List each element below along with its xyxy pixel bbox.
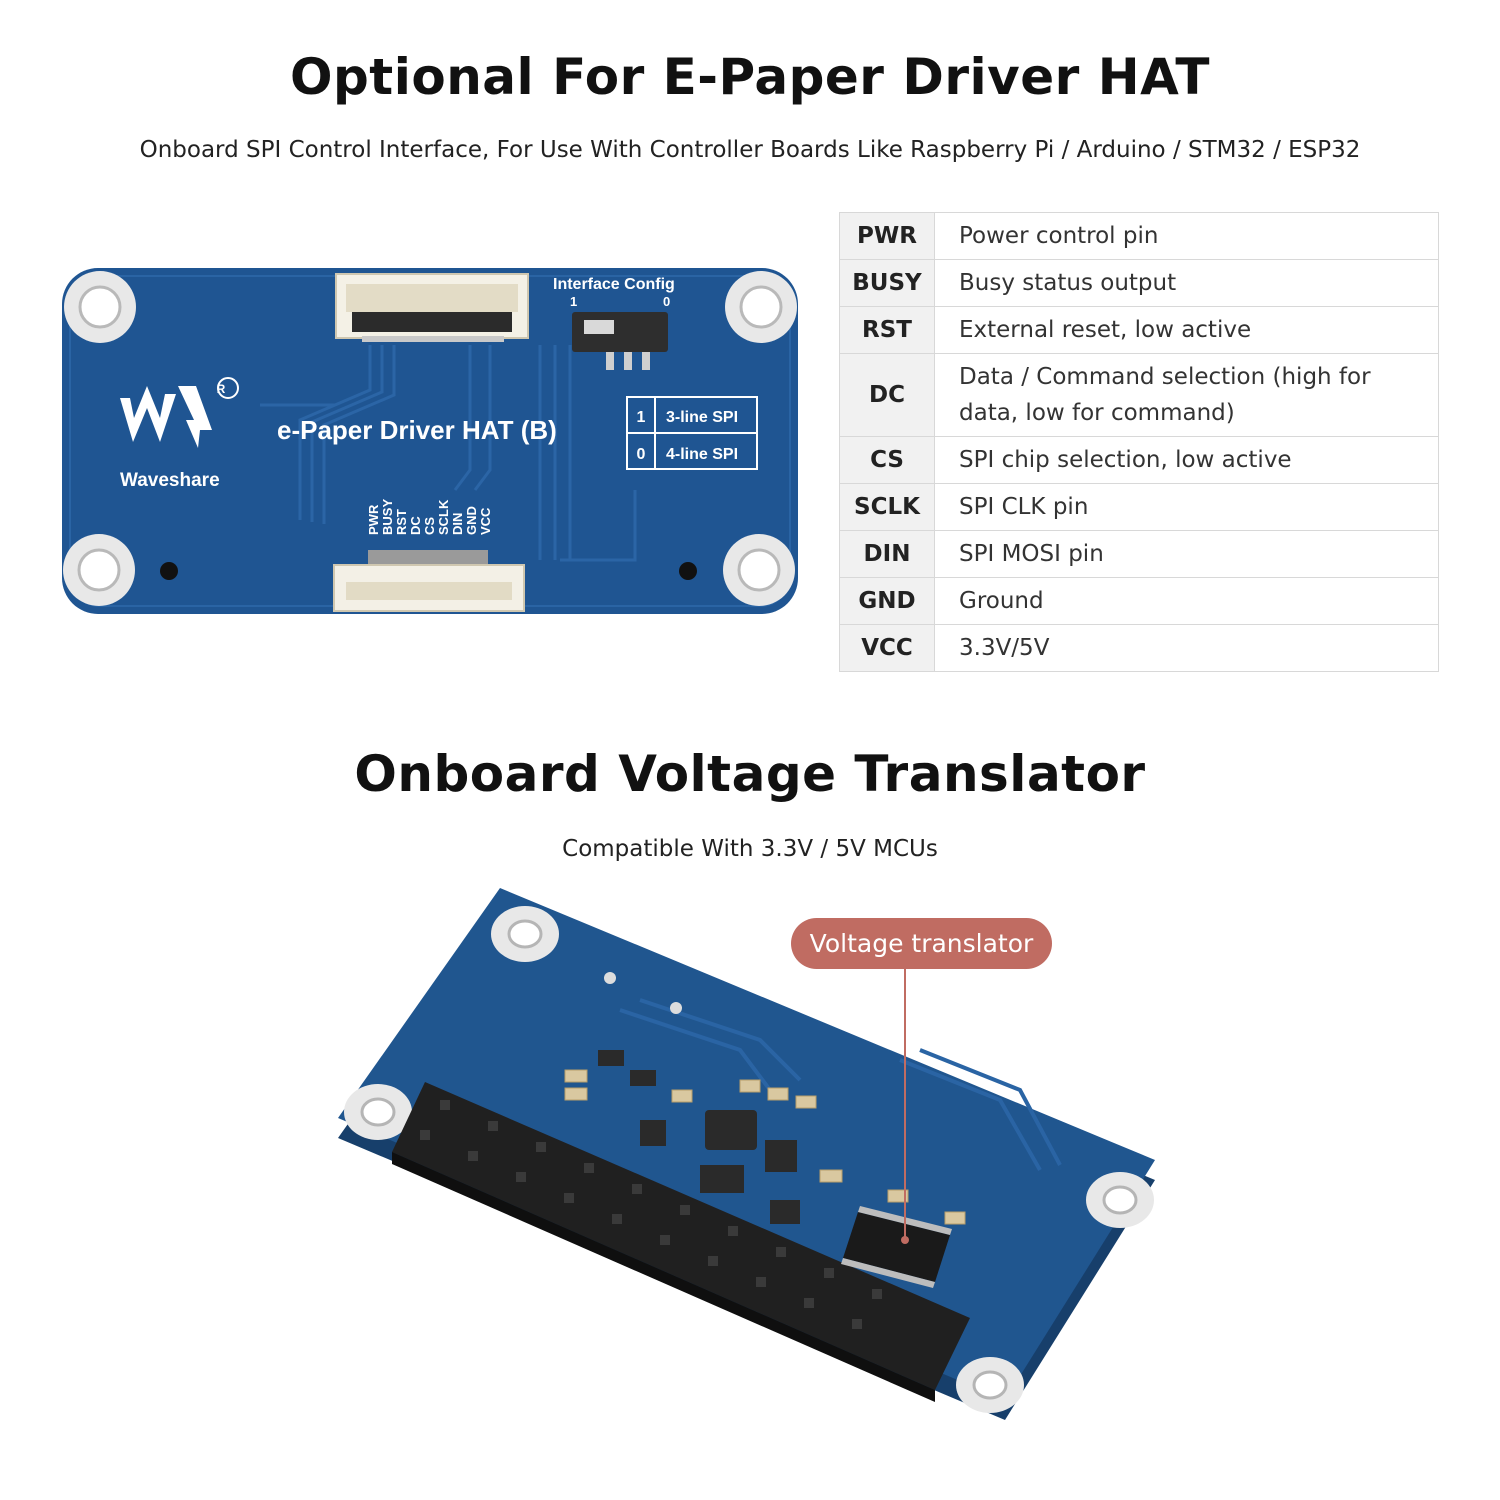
pin-name: DIN bbox=[839, 530, 935, 578]
board-product-name: e-Paper Driver HAT (B) bbox=[277, 415, 557, 445]
pin-name: BUSY bbox=[839, 259, 935, 307]
pin-silkscreen: SCLK bbox=[436, 499, 451, 535]
waveshare-logo-icon bbox=[120, 377, 239, 448]
pin-description: SPI chip selection, low active bbox=[934, 436, 1439, 484]
table-row: DC Data / Command selection (high for da… bbox=[839, 353, 1439, 437]
config-label: 3-line SPI bbox=[666, 409, 738, 426]
pin-description: Ground bbox=[934, 577, 1439, 625]
config-value: 1 bbox=[637, 409, 646, 426]
config-label: 4-line SPI bbox=[666, 446, 738, 463]
pin-description: 3.3V/5V bbox=[934, 624, 1439, 672]
pin-name: RST bbox=[839, 306, 935, 354]
mounting-hole bbox=[63, 534, 135, 606]
pin-description-table: PWR Power control pin BUSY Busy status o… bbox=[839, 212, 1439, 672]
switch-label-0: 0 bbox=[663, 294, 670, 309]
pin-name: CS bbox=[839, 436, 935, 484]
voltage-translator-chip bbox=[841, 1206, 952, 1288]
pin-name: VCC bbox=[839, 624, 935, 672]
switch-label-1: 1 bbox=[570, 294, 577, 309]
fpc-connector bbox=[335, 273, 529, 342]
pin-silkscreen: GND bbox=[464, 506, 479, 535]
mounting-hole bbox=[725, 271, 797, 343]
section-title-voltage-translator: Onboard Voltage Translator bbox=[354, 745, 1146, 803]
svg-text:R: R bbox=[217, 382, 226, 396]
pin-header-connector bbox=[333, 550, 525, 612]
pin-description: SPI CLK pin bbox=[934, 483, 1439, 531]
mounting-hole bbox=[956, 1357, 1024, 1413]
pin-silkscreen: CS bbox=[422, 517, 437, 535]
table-row: SCLK SPI CLK pin bbox=[839, 483, 1439, 531]
pin-silkscreen: PWR bbox=[366, 504, 381, 535]
pin-description: Power control pin bbox=[959, 223, 1159, 249]
pin-name: PWR bbox=[839, 212, 935, 260]
pin-description: Data / Command selection (high for data,… bbox=[934, 353, 1439, 437]
mounting-hole bbox=[344, 1084, 412, 1140]
table-row: RST External reset, low active bbox=[839, 306, 1439, 354]
pin-header-2x20 bbox=[392, 1082, 970, 1402]
table-row: BUSY Busy status output bbox=[839, 259, 1439, 307]
pin-description: SPI MOSI pin bbox=[934, 530, 1439, 578]
smd-components bbox=[598, 1050, 800, 1224]
pin-silkscreen: RST bbox=[394, 509, 409, 535]
mounting-hole bbox=[1086, 1172, 1154, 1228]
table-row: VCC 3.3V/5V bbox=[839, 624, 1439, 672]
mounting-hole bbox=[64, 271, 136, 343]
table-row: GND Ground bbox=[839, 577, 1439, 625]
board-brand-text: Waveshare bbox=[120, 470, 220, 491]
section-title-epaper-hat: Optional For E-Paper Driver HAT bbox=[290, 48, 1210, 106]
mounting-hole bbox=[723, 534, 795, 606]
table-row: CS SPI chip selection, low active bbox=[839, 436, 1439, 484]
interface-config-title: Interface Config bbox=[553, 276, 675, 293]
config-slide-switch bbox=[572, 312, 668, 370]
mounting-hole bbox=[491, 906, 559, 962]
pcb-top-view: R Waveshare e-Paper Driver HAT (B) Inter… bbox=[62, 268, 798, 614]
pin-silkscreen: DC bbox=[408, 516, 423, 535]
passive-components bbox=[564, 1069, 966, 1225]
section-subtitle-voltage-translator: Compatible With 3.3V / 5V MCUs bbox=[562, 836, 938, 862]
config-table-silkscreen bbox=[626, 396, 758, 470]
pin-name: SCLK bbox=[839, 483, 935, 531]
table-row: DIN SPI MOSI pin bbox=[839, 530, 1439, 578]
pin-silkscreen: VCC bbox=[478, 507, 493, 535]
pin-silkscreen: DIN bbox=[450, 513, 465, 535]
voltage-translator-callout: Voltage translator bbox=[791, 918, 1052, 969]
pin-name: DC bbox=[839, 353, 935, 437]
section-subtitle-epaper-hat: Onboard SPI Control Interface, For Use W… bbox=[139, 137, 1361, 163]
config-value: 0 bbox=[637, 446, 646, 463]
pin-name: GND bbox=[839, 577, 935, 625]
pin-description: External reset, low active bbox=[934, 306, 1439, 354]
pin-silkscreen: BUSY bbox=[380, 499, 395, 535]
table-row: PWR Power control pin bbox=[839, 212, 1439, 260]
pin-description: Busy status output bbox=[934, 259, 1439, 307]
